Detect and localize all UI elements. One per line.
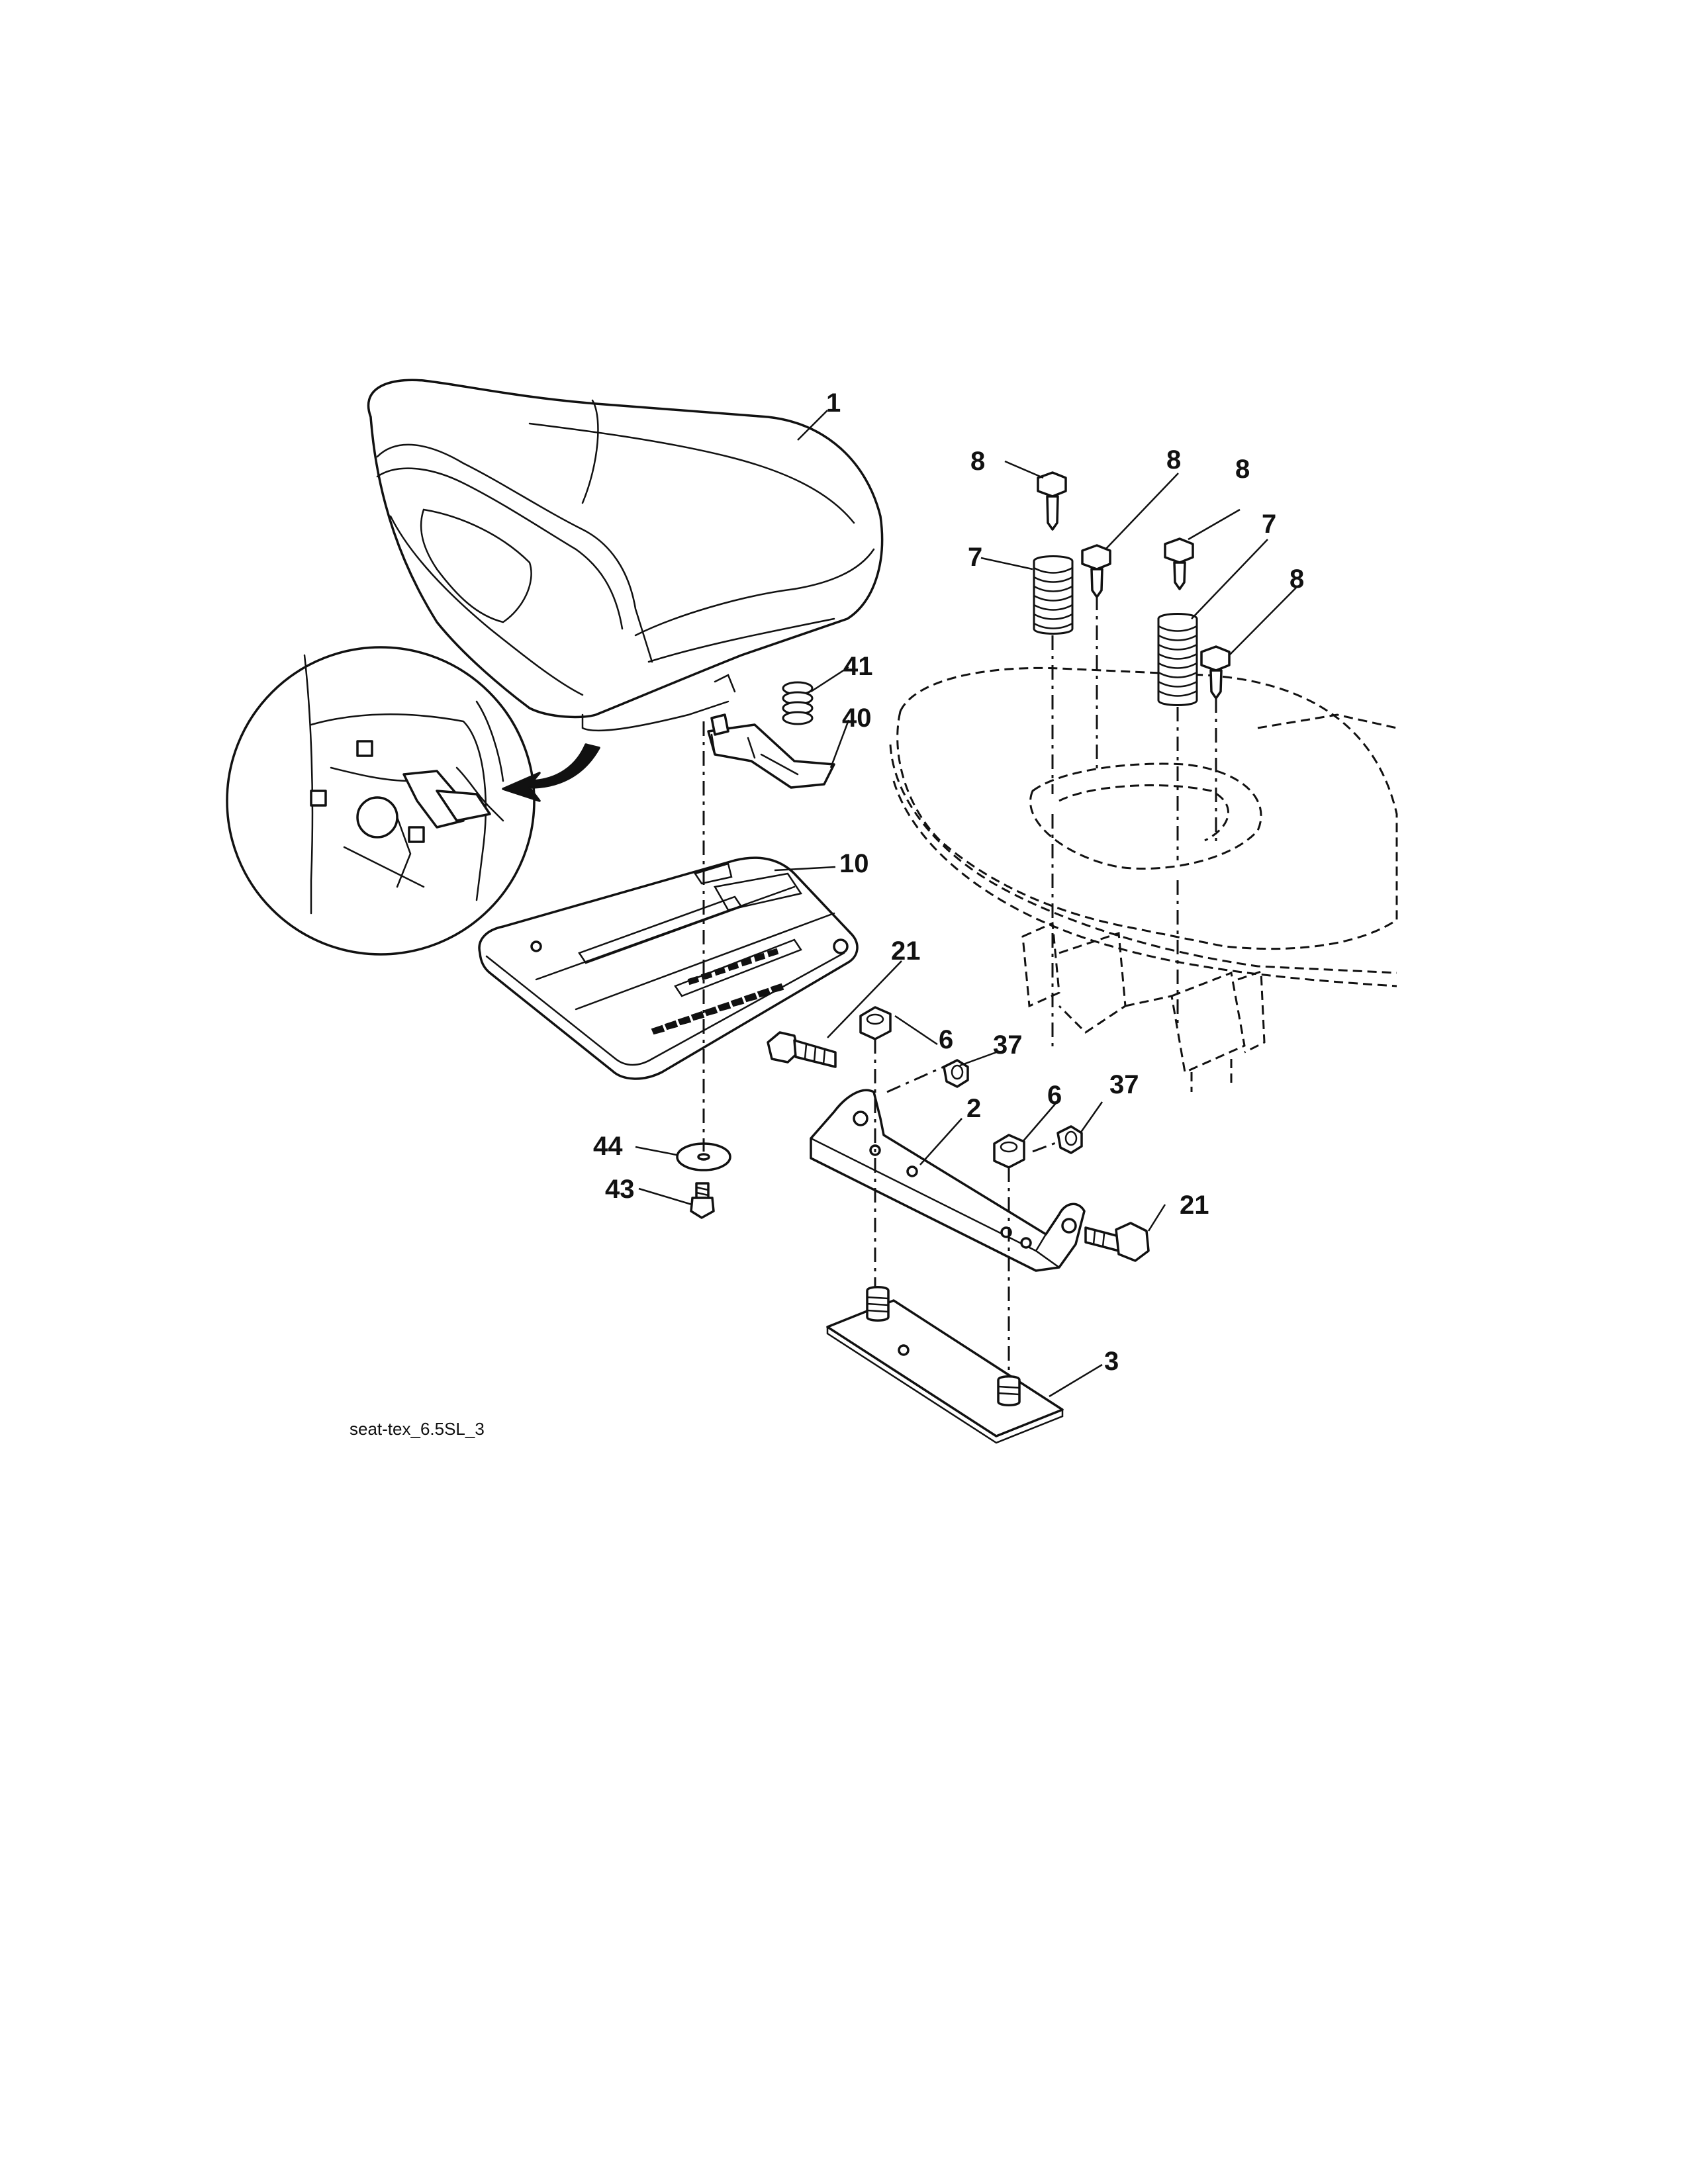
callout-bracket: 2: [966, 1094, 981, 1123]
switch-bracket: [707, 713, 835, 789]
switch-detail-callout: [226, 646, 600, 956]
seat: [367, 379, 884, 732]
bolt-21-a: [767, 1031, 837, 1068]
nut-6-a: [859, 1006, 892, 1040]
spring-right: [1157, 613, 1198, 706]
callout-bolt-8-a: 8: [970, 447, 985, 476]
callout-labels: 1 8 8 8 7 7 8 41 40 10 21 6 37 2 6 37 21…: [593, 388, 1304, 1376]
callout-switch-spring: 41: [843, 652, 873, 681]
locknut-37-a: [943, 1059, 969, 1088]
nut-6-b: [993, 1134, 1025, 1169]
callout-switch-bracket: 40: [842, 704, 872, 733]
bolt-8-b: [1081, 544, 1111, 598]
bolt-21-b: [1084, 1222, 1150, 1262]
callout-bolt-21-a: 21: [891, 936, 921, 966]
callout-bolt-8-d: 8: [1289, 565, 1304, 594]
callout-spring-7-a: 7: [968, 543, 982, 572]
locknut-37-b: [1056, 1125, 1083, 1154]
bolt-8-c: [1164, 537, 1194, 590]
callout-spring-7-b: 7: [1262, 510, 1276, 539]
callout-locknut-37-a: 37: [993, 1030, 1023, 1060]
screw: [690, 1182, 715, 1219]
mount-plate: [826, 1286, 1064, 1444]
alignment-lines: [702, 596, 1217, 1377]
callout-mount-plate: 3: [1104, 1347, 1119, 1376]
seat-pan: [478, 856, 859, 1080]
callout-locknut-37-b: 37: [1109, 1070, 1139, 1099]
callout-seat: 1: [826, 388, 841, 418]
callout-washer: 44: [593, 1132, 623, 1161]
switch-spring: [782, 681, 814, 725]
callout-bolt-21-b: 21: [1180, 1191, 1209, 1220]
bolt-8-d: [1200, 645, 1231, 700]
callout-screw: 43: [605, 1175, 635, 1204]
bolt-8-a: [1037, 471, 1067, 531]
callout-leaders: [635, 410, 1297, 1398]
callout-nut-6-a: 6: [939, 1025, 953, 1054]
callout-bolt-8-b: 8: [1166, 445, 1181, 475]
tractor-frame: [889, 666, 1398, 1092]
callout-bolt-8-c: 8: [1235, 455, 1250, 484]
callout-seat-pan: 10: [839, 849, 869, 878]
callout-nut-6-b: 6: [1047, 1081, 1062, 1110]
diagram-caption: seat-tex_6.5SL_3: [350, 1419, 485, 1439]
spring-left: [1033, 555, 1074, 635]
seat-bracket: [810, 1089, 1086, 1272]
